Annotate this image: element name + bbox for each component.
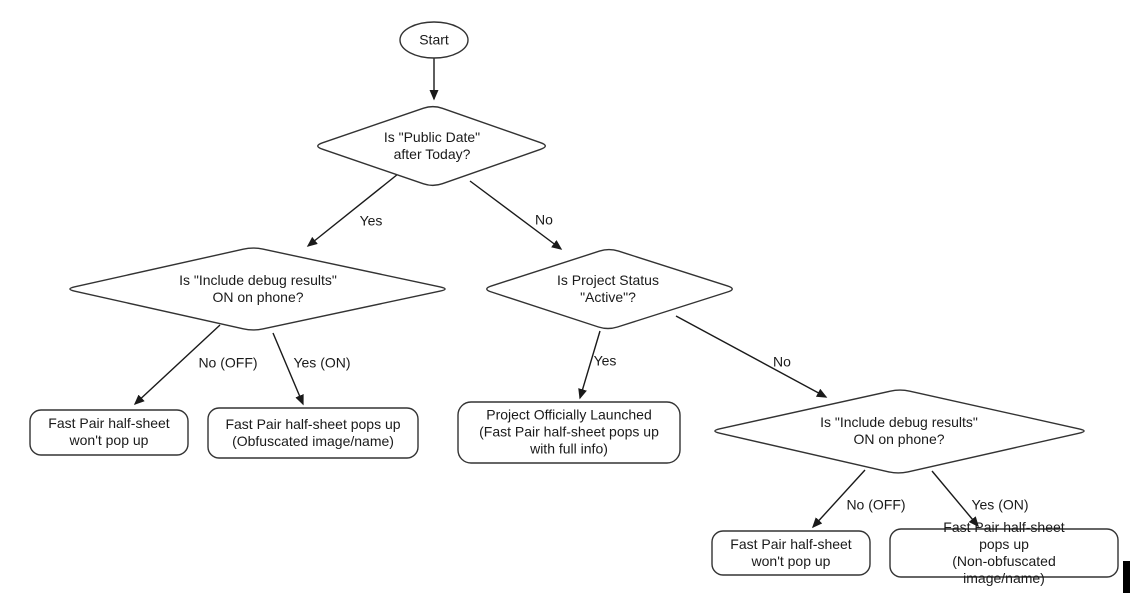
start-node-label: Start xyxy=(419,31,449,48)
edge-d1-yes xyxy=(306,173,399,247)
decision-public-date-label: Is "Public Date" after Today? xyxy=(383,129,481,162)
start-node-shape xyxy=(399,21,469,59)
edge-d3-yes xyxy=(578,330,601,400)
decision-debug-right-shape xyxy=(714,389,1085,474)
edge-label-d4-no-off: No (OFF) xyxy=(846,496,906,513)
edge-d1-no xyxy=(469,180,563,250)
edge-label-d3-yes: Yes xyxy=(593,352,617,369)
result-wont-pop-up-left-shape xyxy=(29,409,189,456)
edge-label-d1-no: No xyxy=(535,211,553,228)
decision-debug-left-label: Is "Include debug results" ON on phone? xyxy=(179,272,337,305)
result-launched-label: Project Officially Launched (Fast Pair h… xyxy=(479,406,659,457)
result-obfuscated-label: Fast Pair half-sheet pops up (Obfuscated… xyxy=(225,416,401,449)
decision-debug-right-label: Is "Include debug results" ON on phone? xyxy=(820,414,978,447)
edge-label-d2-no-off: No (OFF) xyxy=(198,354,258,371)
edge-label-d2-yes-on: Yes (ON) xyxy=(293,354,351,371)
edge-d2-yes-on xyxy=(272,332,304,406)
edge-d4-yes-on xyxy=(931,470,979,528)
decision-project-status-label: Is Project Status "Active"? xyxy=(557,272,659,305)
edge-d3-no xyxy=(675,315,828,398)
edge-d2-no-off xyxy=(133,324,221,406)
text-cursor-artifact xyxy=(1123,561,1130,593)
result-launched-shape xyxy=(457,401,681,464)
decision-project-status-shape xyxy=(486,248,733,330)
result-non-obfuscated-shape xyxy=(889,528,1119,578)
result-wont-pop-up-right-label: Fast Pair half-sheet won't pop up xyxy=(730,536,852,569)
edge-label-d3-no: No xyxy=(773,353,791,370)
edge-d4-no-off xyxy=(811,469,866,529)
decision-public-date-shape xyxy=(317,105,546,187)
result-obfuscated-shape xyxy=(207,407,419,459)
result-wont-pop-up-right-shape xyxy=(711,530,871,576)
result-wont-pop-up-left-label: Fast Pair half-sheet won't pop up xyxy=(48,415,170,448)
result-non-obfuscated-label: Fast Pair half-sheet pops up (Non-obfusc… xyxy=(943,519,1065,586)
edge-label-d1-yes: Yes xyxy=(359,212,383,229)
edge-label-d4-yes-on: Yes (ON) xyxy=(971,496,1029,513)
decision-debug-left-shape xyxy=(69,247,446,331)
